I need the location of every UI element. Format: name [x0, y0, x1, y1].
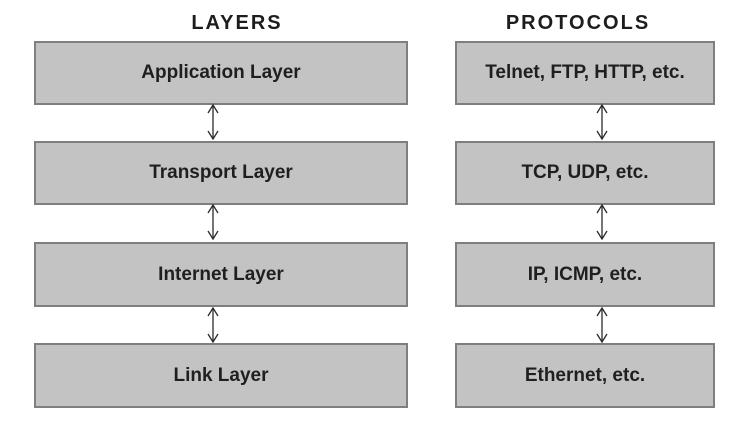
protocol-box-application: Telnet, FTP, HTTP, etc. — [455, 41, 715, 105]
protocol-box-internet: IP, ICMP, etc. — [455, 242, 715, 307]
protocol-box-label: IP, ICMP, etc. — [527, 263, 643, 285]
double-arrow-icon — [205, 203, 221, 241]
double-arrow-icon — [205, 306, 221, 344]
protocol-box-label: Telnet, FTP, HTTP, etc. — [485, 62, 685, 83]
layer-box-transport: Transport Layer — [34, 141, 408, 205]
layer-box-label: Application Layer — [141, 62, 301, 83]
double-arrow-icon — [594, 103, 610, 141]
double-arrow-icon — [594, 306, 610, 344]
layer-box-label: Transport Layer — [149, 162, 293, 183]
layers-column-header: LAYERS — [191, 12, 283, 34]
layer-box-link: Link Layer — [34, 343, 408, 408]
double-arrow-icon — [594, 203, 610, 241]
protocol-box-transport: TCP, UDP, etc. — [455, 141, 715, 205]
layer-box-application: Application Layer — [34, 41, 408, 105]
layer-box-internet: Internet Layer — [34, 242, 408, 307]
double-arrow-icon — [205, 103, 221, 141]
layer-box-label: Link Layer — [173, 364, 269, 386]
protocol-box-label: Ethernet, etc. — [524, 364, 646, 386]
protocol-box-link: Ethernet, etc. — [455, 343, 715, 408]
protocols-column-header: PROTOCOLS — [505, 12, 651, 34]
protocol-box-label: TCP, UDP, etc. — [521, 162, 649, 183]
layer-box-label: Internet Layer — [158, 263, 284, 285]
